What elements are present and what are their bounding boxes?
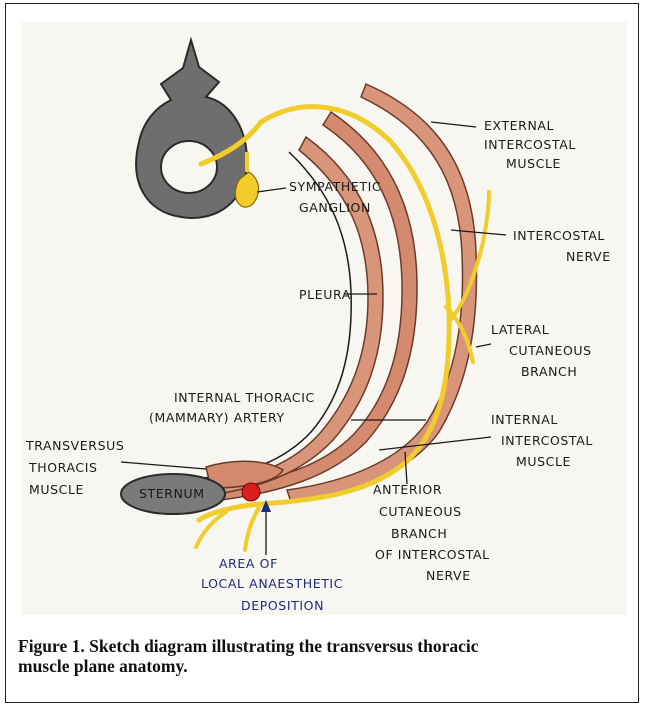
- internal-thoracic-artery: [242, 483, 260, 501]
- paper-background: [21, 22, 627, 615]
- figure-caption: Figure 1. Sketch diagram illustrating th…: [18, 636, 628, 676]
- caption-line-2: muscle plane anatomy.: [18, 656, 628, 676]
- caption-line-1: Figure 1. Sketch diagram illustrating th…: [18, 636, 628, 656]
- label-pleura: PLEURA: [299, 287, 351, 302]
- sketch-diagram: EXTERNAL INTERCOSTAL MUSCLE SYMPATHETIC …: [21, 22, 627, 615]
- label-sternum: STERNUM: [139, 486, 205, 501]
